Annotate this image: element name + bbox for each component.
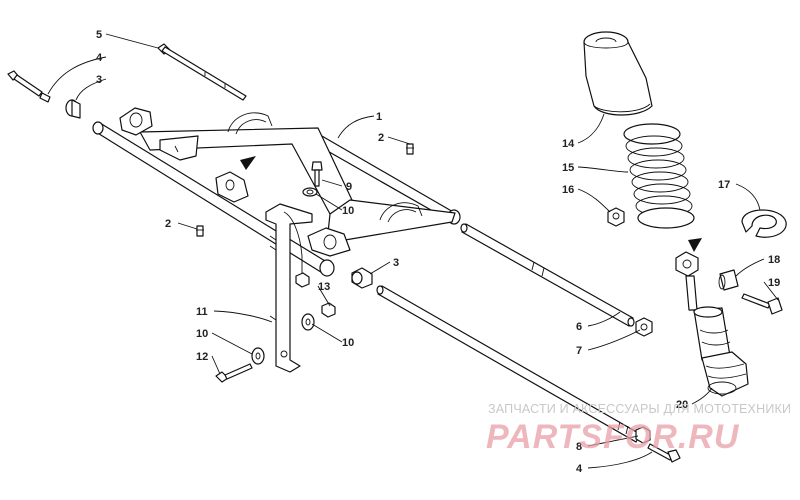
callout-20: 20: [676, 399, 688, 411]
callout-11: 11: [196, 306, 208, 318]
callout-14: 14: [562, 138, 575, 150]
grease-fitting-part: [406, 143, 414, 155]
nut-part: [635, 317, 653, 337]
washer-part: [251, 347, 265, 365]
watermark-subtitle: ЗАПЧАСТИ И АКСЕССУАРЫ ДЛЯ МОТОТЕХНИКИ: [488, 402, 792, 416]
watermark-logo: PARTSFOR.RU: [486, 418, 740, 456]
callout-15: 15: [562, 162, 574, 174]
lock-nut-part: [321, 302, 336, 318]
callout-19: 19: [768, 277, 780, 289]
lock-nut-part: [295, 272, 310, 288]
callout-4: 4: [576, 463, 583, 475]
callout-16: 16: [562, 184, 574, 196]
bolt-part: [741, 293, 783, 315]
bushing-part: [718, 269, 739, 291]
callout-13: 13: [318, 281, 330, 293]
long-bolt-part: [157, 43, 247, 101]
bushing-part: [607, 207, 625, 227]
callout-2: 2: [165, 218, 171, 230]
washer-part: [302, 187, 318, 197]
nut-part: [635, 426, 651, 444]
swing-arm-frame-part: [92, 107, 461, 277]
long-axle-part: [376, 285, 641, 443]
callout-10: 10: [196, 328, 208, 340]
callout-6: 6: [576, 321, 582, 333]
washer-part: [301, 313, 315, 331]
shock-boot-part: [583, 31, 653, 116]
callout-17: 17: [718, 179, 730, 191]
callout-2: 2: [378, 132, 384, 144]
shock-absorber-part: [675, 238, 749, 397]
callout-8: 8: [576, 441, 582, 453]
bolt-part: [647, 443, 681, 463]
callout-18: 18: [768, 254, 780, 266]
callout-3: 3: [393, 257, 399, 269]
leader-lines: [47, 33, 779, 469]
callout-10: 10: [342, 337, 354, 349]
bolt-part: [215, 363, 253, 383]
callout-7: 7: [576, 345, 582, 357]
callout-labels: 5 4 3 1 2 2 9 10 3 13 10 11 10 12 6 7 8 …: [96, 29, 780, 475]
callout-9: 9: [346, 181, 352, 193]
callout-12: 12: [196, 351, 208, 363]
callout-5: 5: [96, 29, 102, 41]
bolt-part: [311, 161, 323, 187]
grease-fitting-part: [196, 225, 204, 237]
bushing-part: [351, 267, 373, 289]
callout-10: 10: [342, 205, 354, 217]
coil-spring-part: [623, 123, 695, 229]
callout-4: 4: [96, 52, 103, 64]
bushing-part: [65, 99, 81, 119]
bolt-part: [7, 70, 51, 103]
support-bracket-part: [265, 203, 313, 373]
spring-retainer-part: [741, 209, 787, 238]
pivot-shaft-part: [460, 223, 635, 327]
watermark-logo-text: PARTSFOR.RU: [486, 418, 740, 456]
callout-1: 1: [376, 111, 382, 123]
callout-3: 3: [96, 74, 102, 86]
